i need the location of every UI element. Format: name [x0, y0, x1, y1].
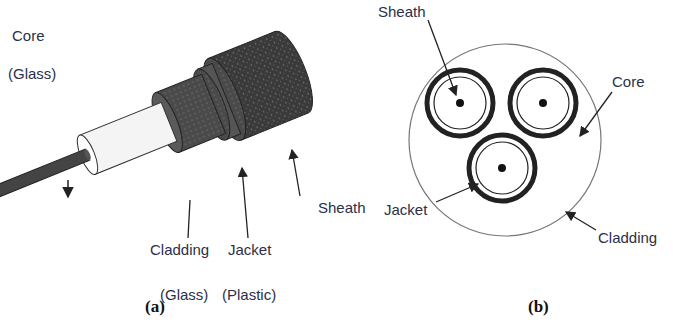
cable-drawing — [0, 26, 321, 233]
part-label: Jacket — [228, 242, 271, 259]
leader-line — [188, 200, 190, 238]
part-label: Sheath — [378, 4, 426, 21]
leader-line — [428, 20, 456, 95]
part-label: Jacket — [384, 202, 427, 219]
part-label: Core — [612, 74, 645, 91]
figure-label: (b) — [528, 298, 549, 317]
leader-line — [292, 150, 300, 196]
part-label: Cladding — [598, 230, 657, 247]
figure-label: (a) — [145, 298, 165, 317]
material-label: (Plastic) — [222, 287, 276, 304]
part-label: Cladding — [150, 242, 209, 259]
leader-line — [67, 180, 69, 197]
part-label: Core — [12, 28, 45, 45]
part-label: Sheath — [318, 200, 366, 217]
leader-line — [436, 184, 478, 202]
leader-line — [566, 212, 596, 230]
material-label: (Glass) — [160, 287, 208, 304]
material-label: (Glass) — [8, 66, 56, 83]
leader-line — [242, 168, 248, 238]
leader-line — [580, 92, 612, 136]
cross-section — [409, 44, 601, 236]
